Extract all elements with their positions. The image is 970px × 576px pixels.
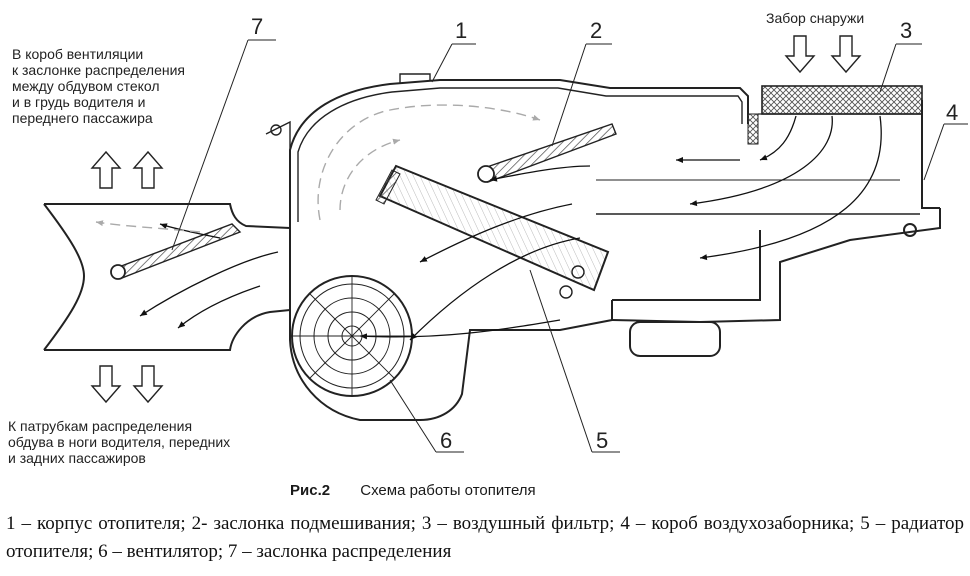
airflow-arrows xyxy=(139,115,882,341)
direction-arrows xyxy=(90,35,862,404)
note-line: и задних пассажиров xyxy=(8,450,146,466)
recirculation-arrows xyxy=(95,104,541,233)
callout-1: 1 xyxy=(455,18,468,43)
callout-5: 5 xyxy=(596,428,609,453)
callout-3: 3 xyxy=(900,18,913,43)
note-outside-intake: Забор снаружи xyxy=(766,10,865,26)
callout-leaders xyxy=(171,39,968,453)
air-filter xyxy=(747,85,923,145)
mixing-damper xyxy=(477,123,617,183)
blower-fan xyxy=(291,275,413,397)
heater-radiator xyxy=(375,164,610,299)
note-line: к заслонке распределения xyxy=(12,62,186,78)
heater-housing xyxy=(265,73,941,421)
callout-2: 2 xyxy=(590,18,603,43)
note-line: К патрубкам распределения xyxy=(8,418,193,434)
note-line: и в грудь водителя и xyxy=(12,94,146,110)
note-footwell-outlet: К патрубкам распределения обдува в ноги … xyxy=(8,418,230,466)
note-line: В короб вентиляции xyxy=(12,46,144,62)
callout-4: 4 xyxy=(946,100,959,125)
note-line: между обдувом стекол xyxy=(12,78,160,94)
note-ventilation-outlet: В короб вентиляции к заслонке распределе… xyxy=(12,46,185,126)
figure-number: Рис.2 xyxy=(290,482,331,499)
figure-caption: Рис.2 Схема работы отопителя xyxy=(290,482,536,499)
parts-legend: 1 – корпус отопителя; 2- заслонка подмеш… xyxy=(6,513,964,562)
callout-7: 7 xyxy=(251,14,264,39)
distribution-duct xyxy=(43,203,291,351)
callout-6: 6 xyxy=(440,428,453,453)
note-line: переднего пассажира xyxy=(12,110,153,126)
note-line: обдува в ноги водителя, передних xyxy=(8,434,231,450)
figure-title: Схема работы отопителя xyxy=(360,482,536,499)
intake-box xyxy=(758,100,940,237)
distribution-damper xyxy=(110,223,242,280)
